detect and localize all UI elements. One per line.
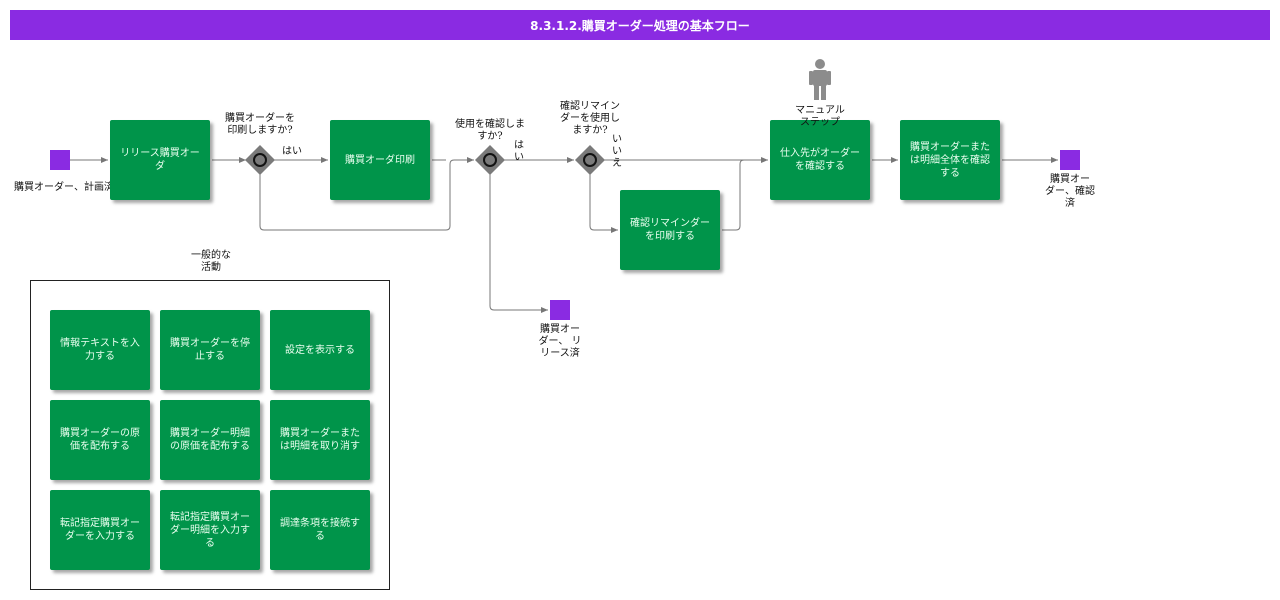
task-print-reminder[interactable]: 確認リマインダーを印刷する bbox=[620, 190, 720, 270]
gateway-print-label: 購買オーダーを 印刷しますか? bbox=[225, 113, 295, 136]
task-distribute-line-cost[interactable]: 購買オーダー明細の原価を配布する bbox=[160, 400, 260, 480]
task-distribute-po-cost[interactable]: 購買オーダーの原価を配布する bbox=[50, 400, 150, 480]
manual-step-label: マニュアル ステップ bbox=[795, 105, 845, 128]
connector-g1-no bbox=[259, 157, 474, 231]
task-release-po[interactable]: リリース購買オーダ bbox=[110, 120, 210, 200]
task-enter-posting-po-line[interactable]: 転記指定購買オーダー明細を入力する bbox=[160, 490, 260, 570]
released-event bbox=[550, 300, 570, 320]
task-connect-procurement-terms[interactable]: 調達条項を接続する bbox=[270, 490, 370, 570]
task-confirm-all[interactable]: 購買オーダーまたは明細全体を確認する bbox=[900, 120, 1000, 200]
end-event bbox=[1060, 150, 1080, 170]
connector-reminder-join bbox=[722, 159, 745, 231]
diagram-title: 8.3.1.2.購買オーダー処理の基本フロー bbox=[10, 10, 1270, 40]
gateway-reminder-no: い い え bbox=[612, 134, 622, 169]
gateway-print-question bbox=[245, 145, 275, 175]
gateway-confirm-yes: はい bbox=[514, 140, 524, 163]
task-vendor-confirm[interactable]: 仕入先がオーダーを確認する bbox=[770, 120, 870, 200]
task-print-po[interactable]: 購買オーダ印刷 bbox=[330, 120, 430, 200]
end-event-label: 購買オー ダー、確認 済 bbox=[1045, 174, 1095, 209]
task-enter-posting-po[interactable]: 転記指定購買オーダーを入力する bbox=[50, 490, 150, 570]
connector-g3-reminder bbox=[589, 174, 618, 233]
task-hold-po[interactable]: 購買オーダーを停止する bbox=[160, 310, 260, 390]
released-event-label: 購買オー ダー、 リ リース済 bbox=[538, 324, 582, 359]
gateway-print-yes: はい bbox=[282, 146, 302, 157]
gateway-confirm-question bbox=[475, 145, 505, 175]
gateway-reminder-label: 確認リマイン ダーを使用し ますか? bbox=[560, 101, 620, 136]
gateway-confirm-label: 使用を確認しま すか? bbox=[455, 119, 525, 142]
general-activities-title: 一般的な 活動 bbox=[191, 250, 231, 273]
start-event-label: 購買オーダー、計画済 bbox=[14, 182, 114, 193]
connector-g2-released bbox=[489, 174, 548, 313]
general-activities-group bbox=[30, 280, 390, 590]
person-icon bbox=[809, 59, 831, 100]
task-cancel-po-or-line[interactable]: 購買オーダーまたは明細を取り消す bbox=[270, 400, 370, 480]
gateway-reminder-question bbox=[575, 145, 605, 175]
task-show-settings[interactable]: 設定を表示する bbox=[270, 310, 370, 390]
start-event bbox=[50, 150, 70, 170]
task-enter-info-text[interactable]: 情報テキストを入力する bbox=[50, 310, 150, 390]
